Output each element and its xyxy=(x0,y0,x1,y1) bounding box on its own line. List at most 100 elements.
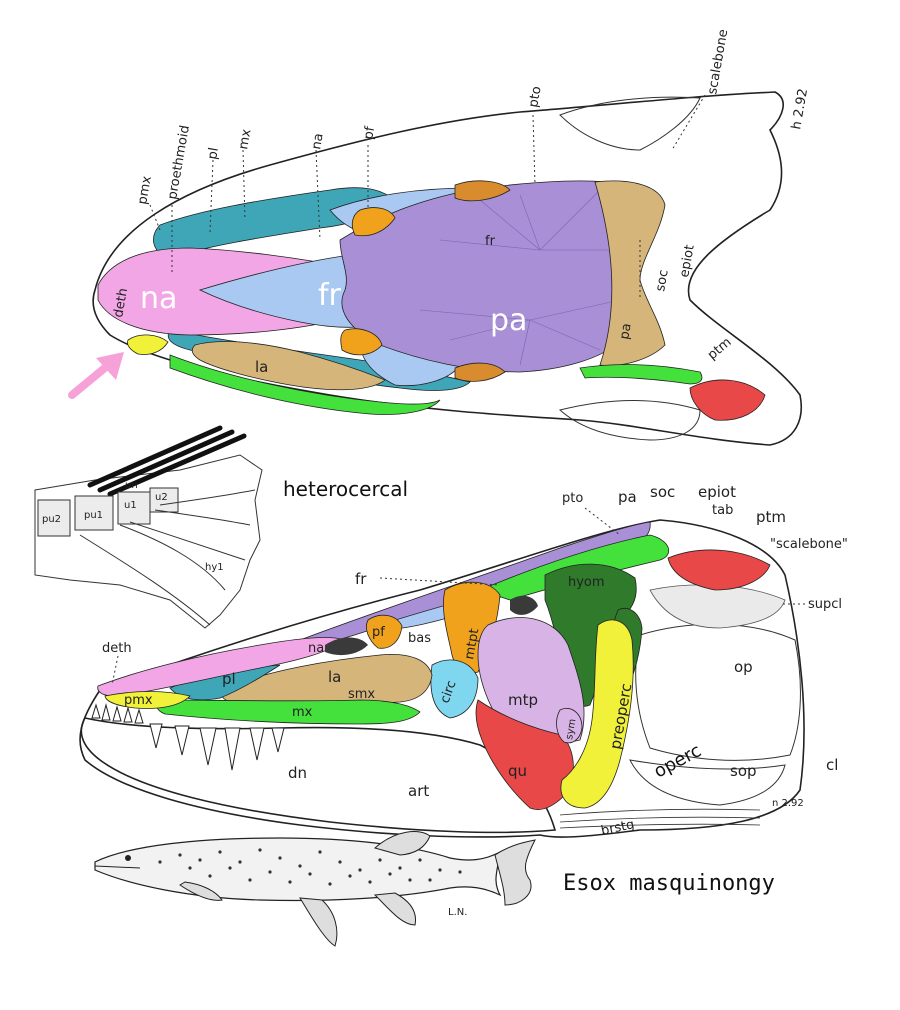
lateral-label-art: art xyxy=(408,782,429,800)
dorsal-signature: h 2.92 xyxy=(789,87,811,130)
lateral-label-circ: circ xyxy=(438,679,460,706)
dorsal-label-mx: mx xyxy=(236,128,254,151)
dorsal-label-fr: fr xyxy=(485,234,496,249)
fish-illustration: L.N. Esox masquinongy xyxy=(94,831,775,947)
lateral-label-pto: pto xyxy=(562,491,583,506)
dorsal-label-proethmoid: proethmoid xyxy=(165,124,193,201)
lateral-orbit-dark xyxy=(325,637,368,656)
lateral-label-operc: operc xyxy=(650,740,704,782)
fish-anal-fin xyxy=(373,892,417,926)
lateral-subopercle-outline xyxy=(629,759,786,806)
lateral-label-pmx: pmx xyxy=(124,693,153,708)
dorsal-label-pf: pf xyxy=(361,125,378,141)
lateral-label-op: op xyxy=(734,658,753,676)
dorsal-pf-orange-lower xyxy=(340,328,383,356)
lateral-sym-lavender xyxy=(556,708,583,744)
dorsal-pto-brown-upper xyxy=(454,180,511,202)
lateral-orbit-dark-2 xyxy=(510,595,538,615)
lateral-branchiostegal-rays xyxy=(559,808,761,829)
dorsal-parietal-radiation xyxy=(419,189,621,366)
dorsal-pf-orange-upper xyxy=(351,207,396,237)
tail-label-pu2: pu2 xyxy=(42,514,61,525)
lateral-signature: n 2.92 xyxy=(772,798,804,809)
fish-mouth xyxy=(94,865,141,869)
lateral-label-soc: soc xyxy=(650,483,675,501)
dorsal-pto-brown-lower xyxy=(454,362,506,382)
fish-pectoral-fin xyxy=(179,881,223,901)
fish-initials: L.N. xyxy=(448,907,467,918)
lateral-label-brstg: brstg xyxy=(600,817,636,839)
dorsal-ptm-green xyxy=(579,364,703,385)
dorsal-label-epiot: epiot xyxy=(677,244,697,279)
dorsal-skull-view: pmx proethmoid pl mx na pf pto scalebone… xyxy=(68,28,811,446)
dorsal-label-scalebone: scalebone xyxy=(705,28,731,96)
lateral-label-ptm: ptm xyxy=(756,508,786,526)
tail-fin-rays xyxy=(87,425,247,497)
tail-title: heterocercal xyxy=(283,477,408,501)
lateral-label-pa: pa xyxy=(618,488,637,506)
lateral-label-smx: smx xyxy=(348,687,375,702)
fish-spots xyxy=(158,848,462,886)
dorsal-skull-outline xyxy=(92,91,802,446)
tail-label-u2: u2 xyxy=(155,492,168,503)
lateral-pf-orange xyxy=(366,614,403,649)
dorsal-label-la: la xyxy=(255,358,268,376)
lateral-skull-outline xyxy=(79,519,805,838)
lateral-label-la: la xyxy=(328,668,341,686)
lateral-ptm-red xyxy=(667,549,771,591)
lateral-label-mx: mx xyxy=(292,705,313,720)
lateral-label-pl: pl xyxy=(222,670,236,688)
lateral-teeth xyxy=(91,703,285,771)
lateral-label-cl: cl xyxy=(826,756,838,774)
dorsal-pmx-yellow xyxy=(127,334,169,355)
lateral-label-tab: tab xyxy=(712,503,733,518)
lateral-label-dn: dn xyxy=(288,764,307,782)
fish-tail xyxy=(494,839,536,906)
lateral-label-sym: sym xyxy=(564,718,578,740)
dorsal-label-deth: deth xyxy=(111,287,131,319)
fish-pelvic-fin xyxy=(299,897,338,947)
lateral-preoperc-yellow xyxy=(560,619,634,809)
lateral-supcl-hatch xyxy=(649,584,786,629)
dorsal-labels: pmx proethmoid pl mx na pf pto scalebone… xyxy=(111,28,811,376)
dorsal-pa-tan xyxy=(594,180,666,366)
dorsal-label-ptm: ptm xyxy=(705,335,735,363)
lateral-label-mtpt: mtpt xyxy=(462,627,482,660)
tail-outline xyxy=(34,454,263,629)
dorsal-label-pl: pl xyxy=(205,146,222,160)
dorsal-label-fr-big: fr xyxy=(318,278,342,313)
lateral-label-na: na xyxy=(308,641,324,656)
dorsal-label-na-big: na xyxy=(140,281,177,316)
species-name: Esox masquinongy xyxy=(563,871,775,896)
dorsal-ptm-red xyxy=(689,379,766,421)
lateral-qu-red xyxy=(475,699,574,810)
tail-vertebrae xyxy=(37,487,179,537)
lateral-circ-cyan xyxy=(430,659,479,719)
lateral-label-deth: deth xyxy=(102,641,132,656)
lateral-label-mtp: mtp xyxy=(508,691,538,709)
dorsal-label-soc: soc xyxy=(653,269,672,293)
tail-label-u1: u1 xyxy=(124,500,137,511)
dorsal-label-pa-big: pa xyxy=(490,303,527,338)
tail-label-hy1: hy1 xyxy=(205,562,224,573)
lateral-label-bas: bas xyxy=(408,631,431,646)
lateral-label-qu: qu xyxy=(508,762,527,780)
lateral-mx-green xyxy=(156,699,421,725)
lateral-opercle-outline xyxy=(635,623,801,761)
dorsal-mx-green xyxy=(169,354,441,415)
pink-arrow-icon xyxy=(68,352,124,399)
dorsal-la-tan xyxy=(191,341,386,391)
dorsal-label-pmx: pmx xyxy=(135,175,155,206)
lateral-label-supcl: supcl xyxy=(808,597,842,612)
lateral-skull-view: pto pa soc epiot tab ptm "scalebone" sup… xyxy=(79,483,848,839)
tail-label-pu1: pu1 xyxy=(84,510,103,521)
lateral-label-scalebone: "scalebone" xyxy=(770,537,848,552)
lateral-label-hyom: hyom xyxy=(568,575,605,590)
lateral-label-fr: fr xyxy=(355,570,367,588)
dorsal-posterior-lobe-upper xyxy=(559,96,701,151)
dorsal-label-pto: pto xyxy=(526,85,544,109)
dorsal-label-na: na xyxy=(309,132,327,151)
fish-dorsal-fin xyxy=(373,831,431,856)
dorsal-posterior-lobe-lower xyxy=(558,400,701,441)
